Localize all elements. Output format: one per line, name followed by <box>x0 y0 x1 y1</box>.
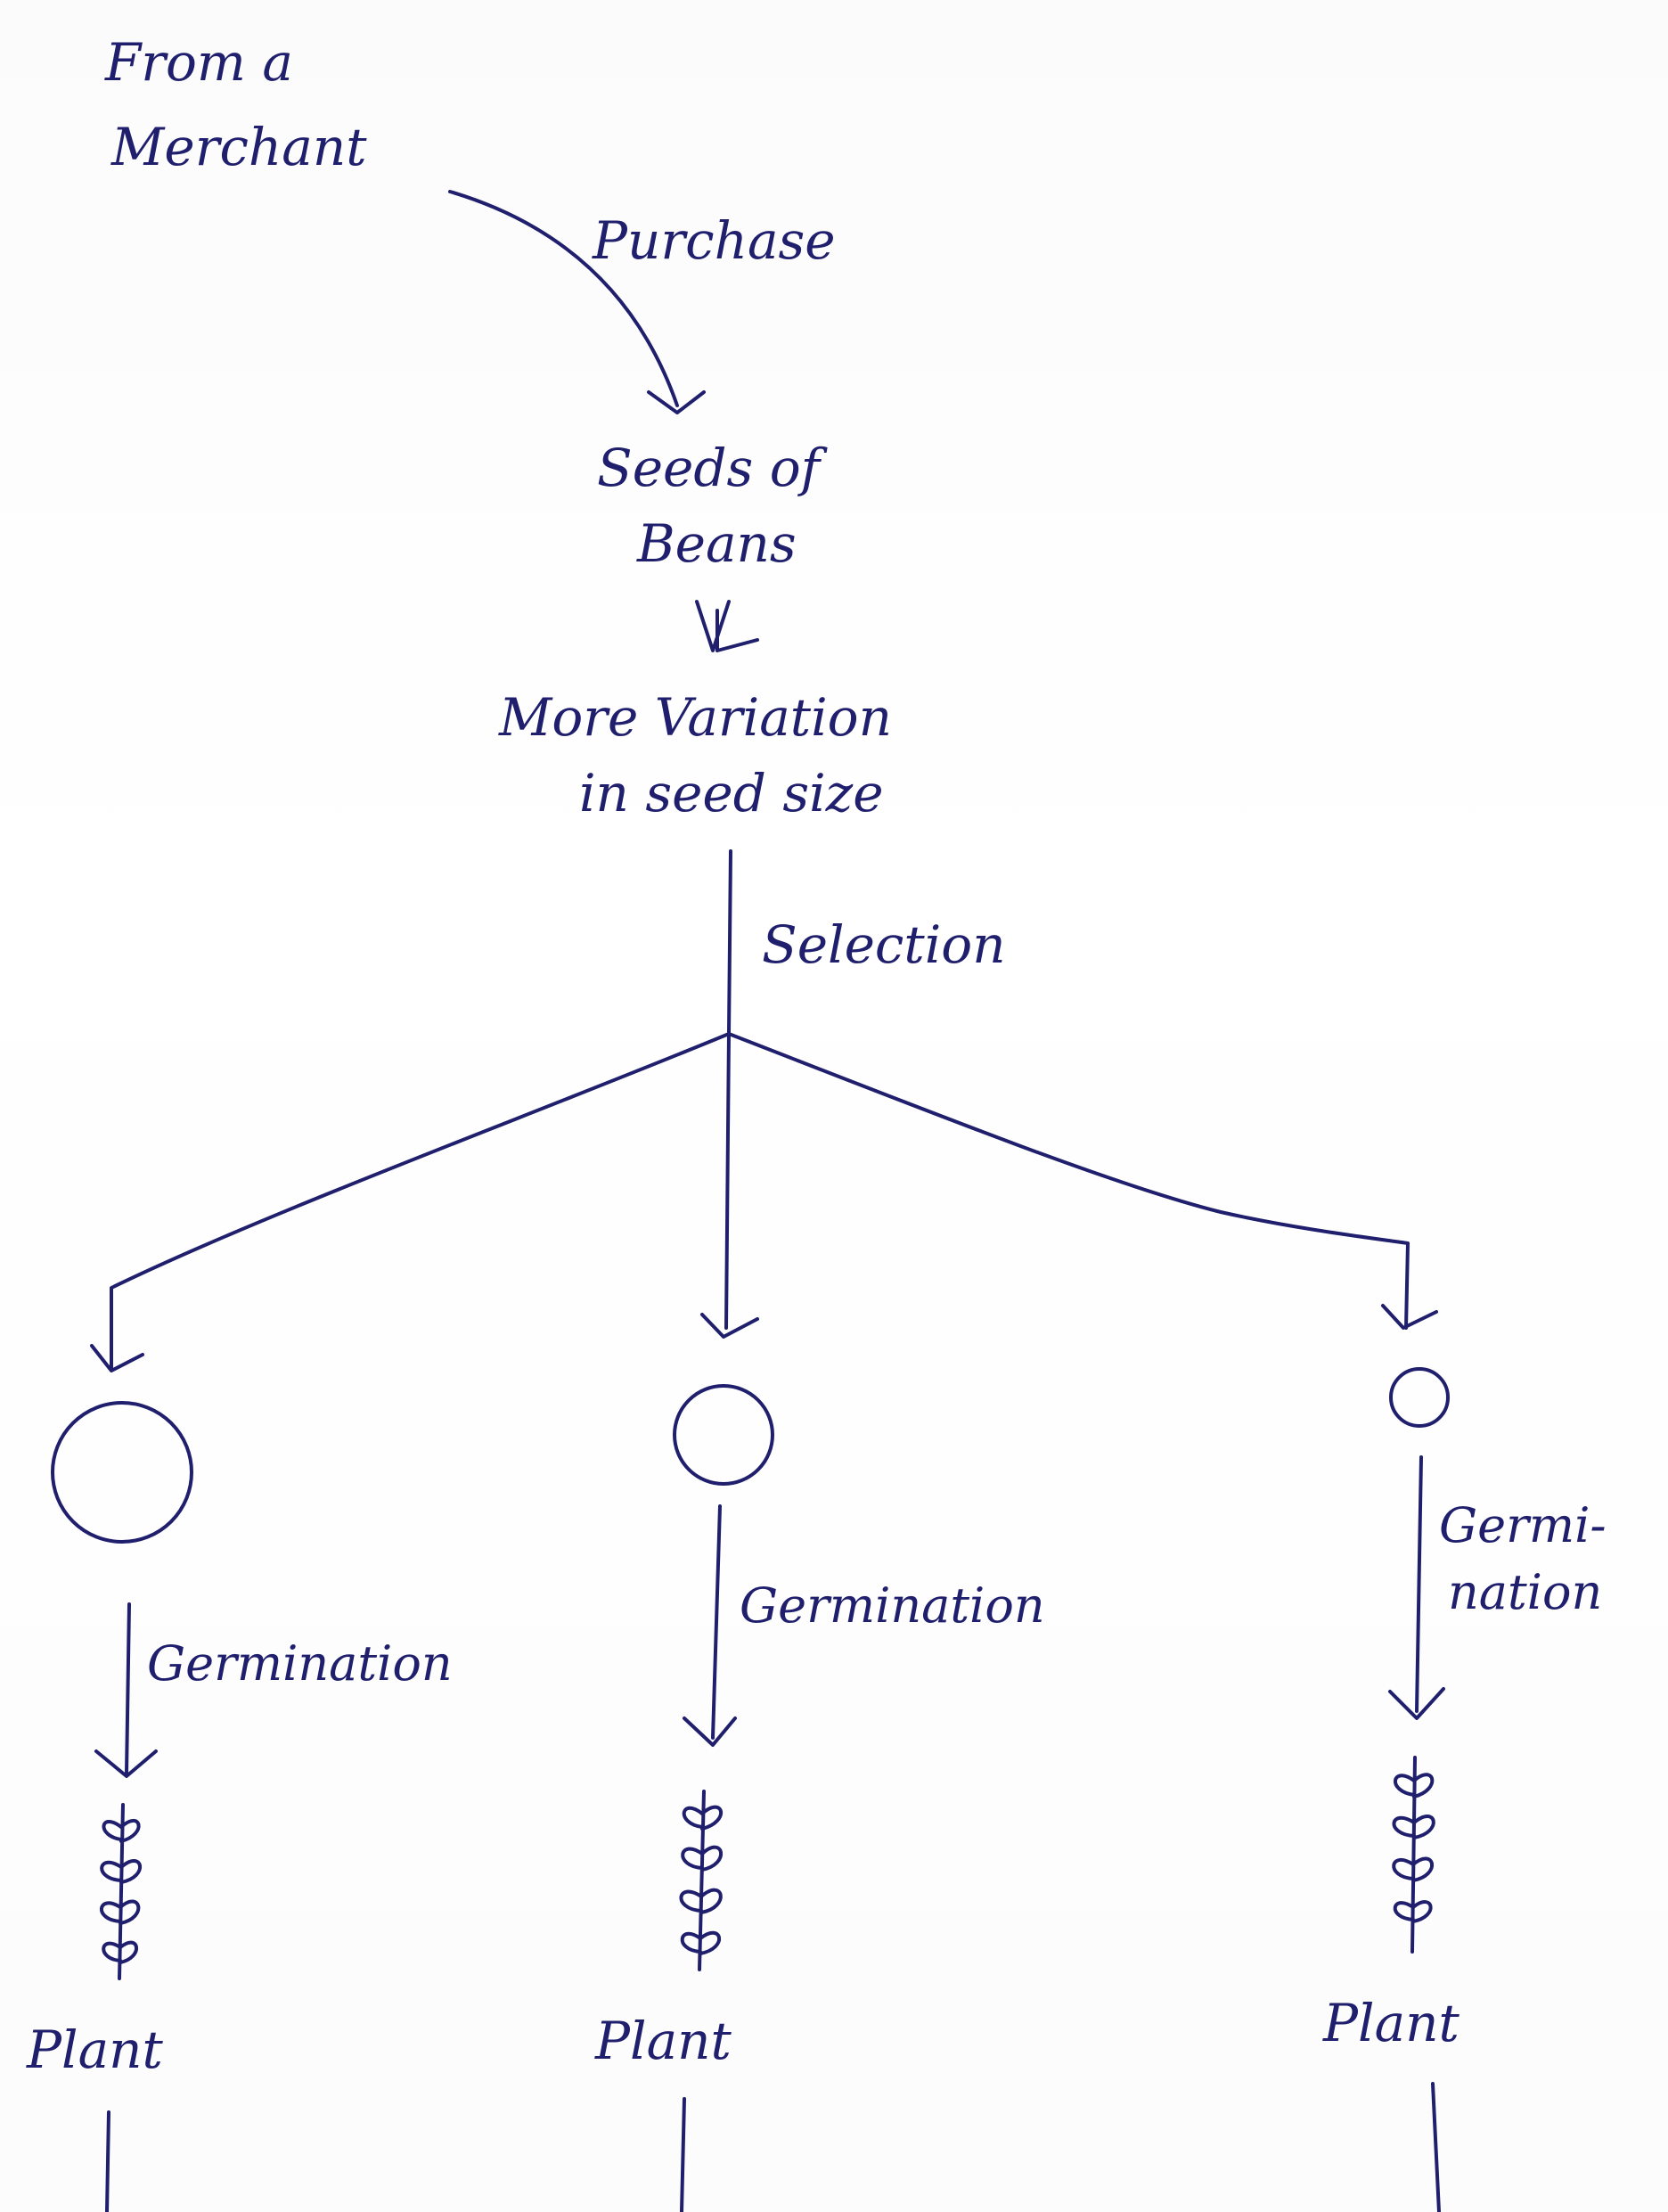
variation-label-line1: More Variation <box>498 687 892 748</box>
merchant-label-line1: From a <box>104 32 293 93</box>
variation-label-line2: in seed size <box>579 763 884 823</box>
middle-branch-arrowhead-icon <box>700 1313 759 1339</box>
left-germination-arrowhead-icon <box>94 1749 158 1778</box>
left-sprout-icon <box>100 1803 142 1980</box>
selection-stem-line <box>724 849 732 1330</box>
large-seed-icon <box>51 1401 193 1544</box>
middle-germination-arrowhead-icon <box>683 1716 737 1747</box>
selection-label: Selection <box>762 914 1006 975</box>
right-germination-line <box>1415 1455 1423 1713</box>
right-germination-label-line1: Germi- <box>1439 1497 1607 1553</box>
middle-continuation-line <box>680 2097 686 2212</box>
right-plant-label: Plant <box>1322 1993 1460 2053</box>
right-sprout-icon <box>1392 1756 1435 1954</box>
left-germination-line <box>125 1602 131 1775</box>
left-continuation-line <box>105 2110 110 2212</box>
medium-seed-icon <box>673 1384 774 1486</box>
left-germination-label: Germination <box>147 1635 453 1692</box>
middle-germination-label: Germination <box>740 1577 1045 1634</box>
left-plant-label: Plant <box>26 2019 164 2080</box>
right-branch-arrowhead-icon <box>1381 1304 1438 1330</box>
left-branch-arrowhead-icon <box>90 1344 144 1372</box>
seeds-label-line2: Beans <box>636 513 797 574</box>
merchant-label-line2: Merchant <box>110 117 367 177</box>
middle-plant-label: Plant <box>594 2011 732 2071</box>
middle-sprout-icon <box>679 1790 724 1971</box>
purchase-arrow <box>448 190 679 407</box>
seeds-label-line1: Seeds of <box>597 438 829 498</box>
double-arrow-down-icon <box>695 600 759 652</box>
left-branch-line <box>110 1032 731 1370</box>
right-continuation-line <box>1431 2082 1441 2212</box>
purchase-label: Purchase <box>592 210 836 271</box>
right-germination-arrowhead-icon <box>1388 1687 1445 1720</box>
middle-germination-line <box>711 1504 722 1740</box>
right-branch-line <box>727 1032 1410 1330</box>
purchase-arrowhead-icon <box>647 390 706 414</box>
right-germination-label-line2: nation <box>1448 1564 1602 1620</box>
small-seed-icon <box>1389 1367 1450 1428</box>
